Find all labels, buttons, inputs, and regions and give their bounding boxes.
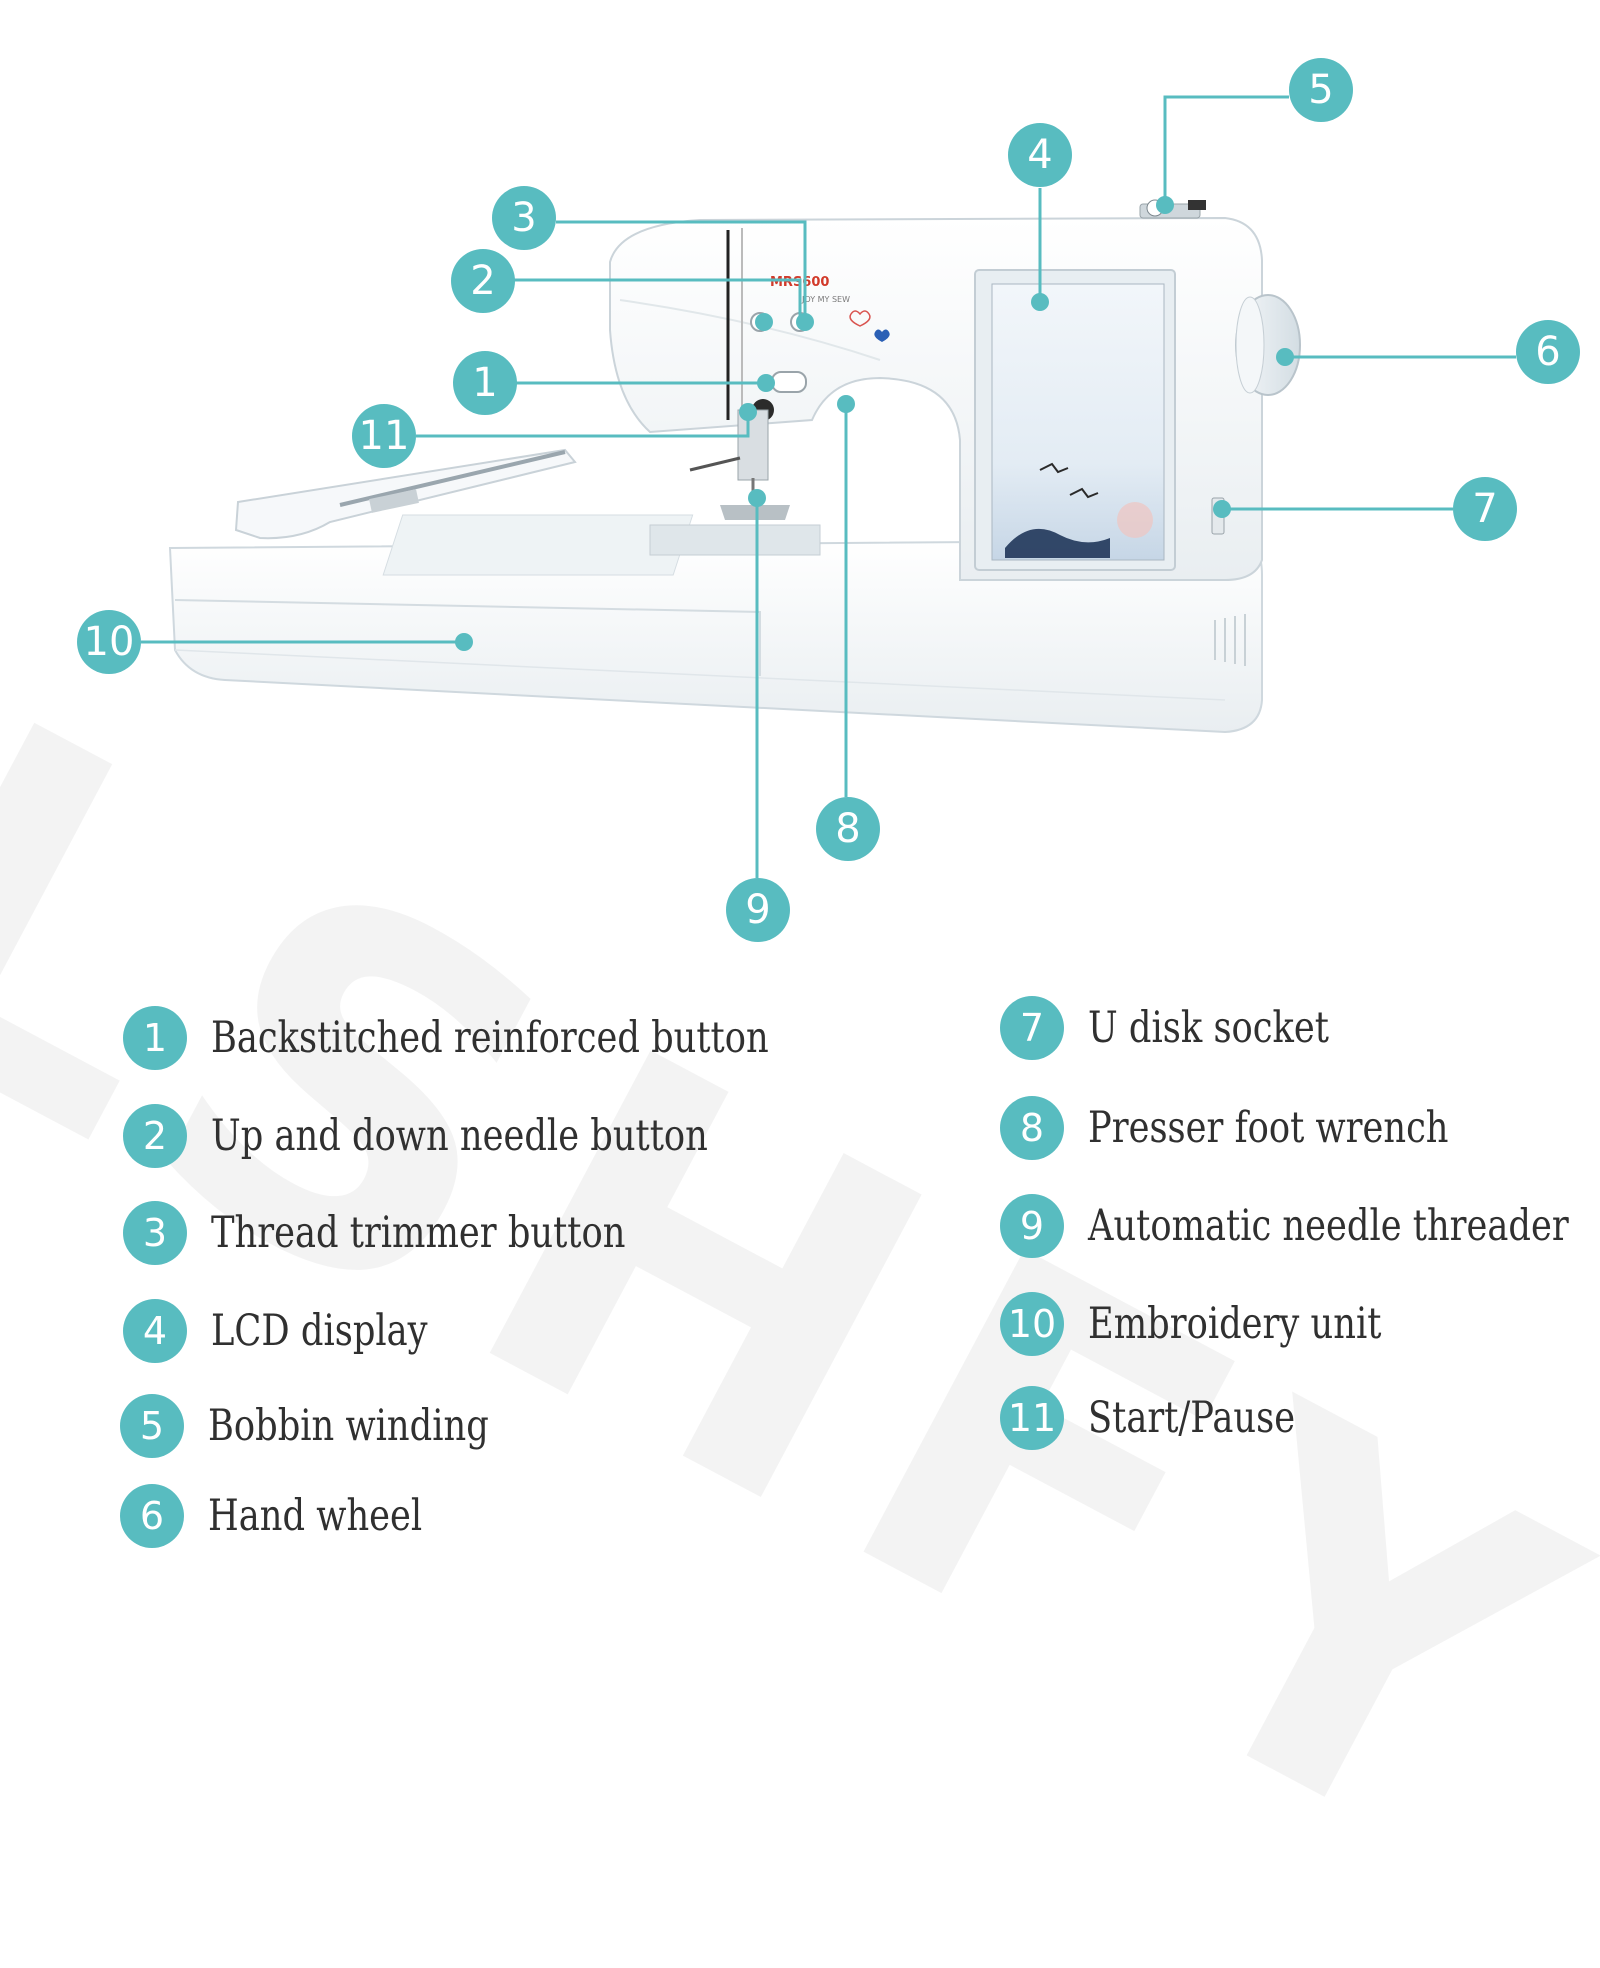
legend-item-8: 8 Presser foot wrench [1000, 1096, 1528, 1160]
legend-label: Up and down needle button [211, 1111, 708, 1161]
legend-badge: 10 [1000, 1292, 1064, 1356]
callout-3: 3 [492, 186, 556, 250]
callout-9: 9 [726, 878, 790, 942]
legend-badge: 11 [1000, 1386, 1064, 1450]
machine-base [168, 514, 1263, 734]
legend-badge: 1 [123, 1006, 187, 1070]
legend-label: Hand wheel [208, 1491, 423, 1541]
diagram-stage: LSHFY [0, 58, 1600, 1968]
leader-lines [141, 95, 1516, 878]
callout-1: 1 [453, 351, 517, 415]
legend-badge: 9 [1000, 1194, 1064, 1258]
legend-label: Start/Pause [1088, 1393, 1296, 1443]
legend-badge: 7 [1000, 996, 1064, 1060]
legend-badge: 2 [123, 1104, 187, 1168]
legend-item-5: 5 Bobbin winding [120, 1394, 550, 1458]
callout-10: 10 [77, 610, 141, 674]
embroidery-unit-arm [234, 448, 577, 540]
legend-item-2: 2 Up and down needle button [123, 1104, 817, 1168]
legend-badge: 4 [123, 1299, 187, 1363]
legend-badge: 8 [1000, 1096, 1064, 1160]
legend-label: Backstitched reinforced button [211, 1013, 769, 1063]
legend-item-1: 1 Backstitched reinforced button [123, 1006, 891, 1070]
legend-label: U disk socket [1088, 1003, 1329, 1053]
callout-7: 7 [1453, 477, 1517, 541]
speaker-grille [1214, 614, 1246, 666]
legend-badge: 6 [120, 1484, 184, 1548]
leader-line-3 [556, 220, 807, 322]
legend-item-11: 11 Start/Pause [1000, 1386, 1341, 1450]
callout-8: 8 [816, 797, 880, 861]
callout-4: 4 [1008, 123, 1072, 187]
legend-item-10: 10 Embroidery unit [1000, 1292, 1446, 1356]
legend-label: Thread trimmer button [211, 1208, 626, 1258]
legend-label: Automatic needle threader [1088, 1201, 1569, 1251]
legend-label: Presser foot wrench [1088, 1103, 1449, 1153]
legend-item-9: 9 Automatic needle threader [1000, 1194, 1600, 1258]
legend-item-3: 3 Thread trimmer button [123, 1201, 716, 1265]
legend-label: Embroidery unit [1088, 1299, 1382, 1349]
legend-item-4: 4 LCD display [123, 1299, 475, 1363]
leader-line-5 [1163, 95, 1289, 205]
callout-2: 2 [451, 249, 515, 313]
callout-11: 11 [352, 404, 416, 468]
callout-6: 6 [1516, 320, 1580, 384]
leader-line-2 [513, 278, 802, 322]
lcd-display [974, 269, 1176, 571]
legend-item-7: 7 U disk socket [1000, 996, 1382, 1060]
legend-label: Bobbin winding [208, 1401, 489, 1451]
hand-wheel [1235, 294, 1301, 396]
legend-badge: 3 [123, 1201, 187, 1265]
sewing-machine-illustration: MRS600 JOY MY SEW [141, 95, 1516, 878]
needle-area [689, 409, 790, 520]
legend-item-6: 6 Hand wheel [120, 1484, 469, 1548]
legend-label: LCD display [211, 1306, 428, 1356]
callout-5: 5 [1289, 58, 1353, 122]
legend-badge: 5 [120, 1394, 184, 1458]
leader-dots [455, 196, 1294, 651]
tagline-label: JOY MY SEW [801, 295, 850, 304]
